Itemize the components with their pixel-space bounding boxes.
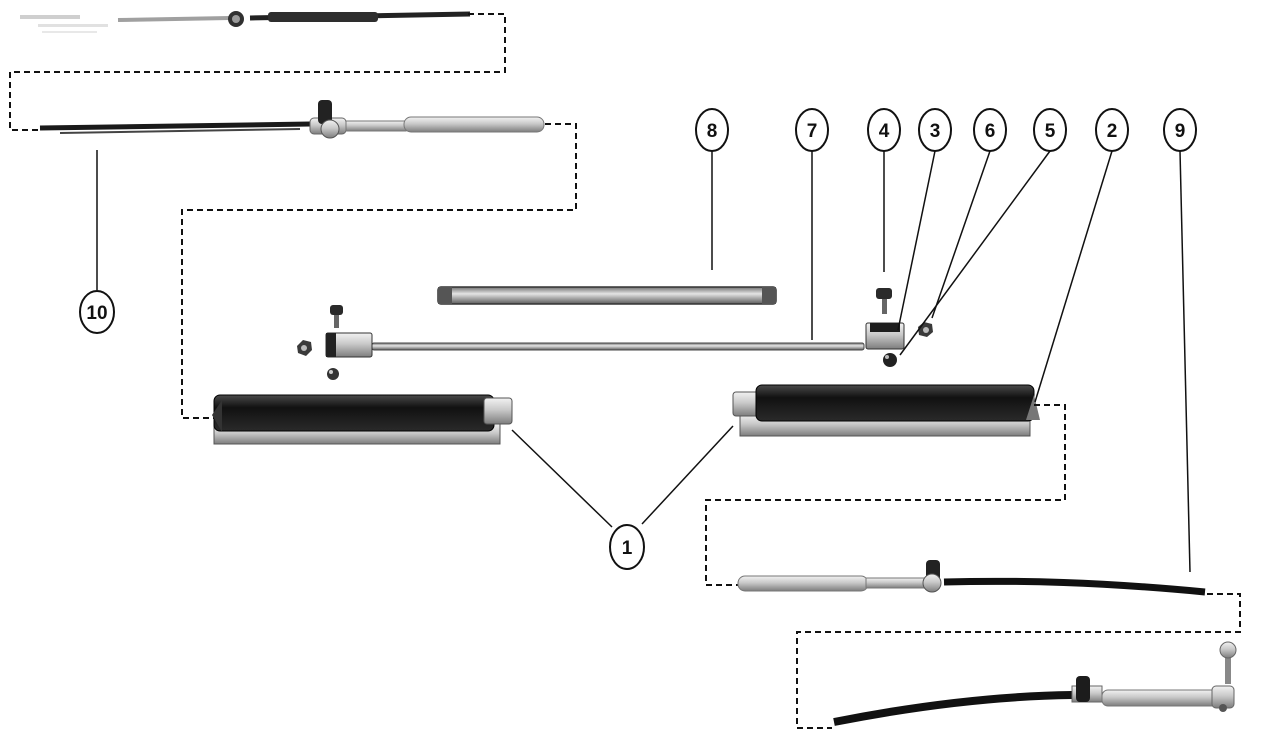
cable-route-dashed-top — [9, 13, 506, 131]
cable-route-dashed-bottom — [796, 593, 1241, 729]
callout-9: 9 — [1163, 108, 1197, 152]
leader-2 — [1034, 150, 1113, 403]
steering-cable-end-fitting — [39, 100, 545, 139]
right-end-hardware — [865, 288, 933, 367]
left-end-hardware — [297, 305, 373, 380]
steering-cable-upper-segment — [117, 11, 471, 27]
svg-text:8: 8 — [707, 121, 718, 142]
callout-3: 3 — [918, 108, 952, 152]
leader-3 — [897, 150, 936, 331]
callout-6: 6 — [973, 108, 1007, 152]
cylinder-left-part-1 — [212, 394, 513, 445]
cable-route-dashed-left — [181, 123, 577, 419]
svg-text:5: 5 — [1045, 121, 1056, 142]
svg-text:2: 2 — [1107, 121, 1118, 142]
callout-2: 2 — [1095, 108, 1129, 152]
leader-5 — [899, 150, 1051, 356]
svg-text:4: 4 — [879, 121, 890, 142]
svg-text:3: 3 — [930, 121, 941, 142]
cable-route-dashed-right — [705, 404, 1066, 586]
svg-text:1: 1 — [622, 538, 633, 559]
leader-lines — [96, 150, 1191, 573]
callout-8: 8 — [695, 108, 729, 152]
svg-text:10: 10 — [86, 303, 107, 324]
leader-1-right — [641, 425, 734, 525]
callout-1: 1 — [609, 524, 645, 570]
corner-artifact — [20, 15, 108, 33]
leader-6 — [931, 150, 991, 319]
tube-part-8 — [437, 286, 777, 305]
svg-text:7: 7 — [807, 121, 818, 142]
callout-7: 7 — [795, 108, 829, 152]
callout-5: 5 — [1033, 108, 1067, 152]
rod-part-7 — [371, 342, 865, 351]
callout-4: 4 — [867, 108, 901, 152]
steering-cable-9-lower — [833, 641, 1237, 726]
svg-text:6: 6 — [985, 121, 996, 142]
svg-text:9: 9 — [1175, 121, 1186, 142]
leader-9 — [1179, 150, 1191, 573]
leader-1-left — [511, 429, 613, 528]
steering-cable-9-end-fitting — [737, 560, 1206, 596]
cylinder-right-part-1 — [732, 384, 1040, 437]
callout-10: 10 — [79, 290, 115, 334]
